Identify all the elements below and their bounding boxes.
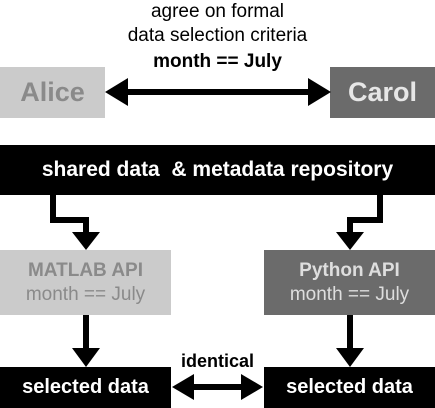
matlab-api-title: MATLAB API — [27, 259, 144, 281]
python-api-title: Python API — [299, 259, 400, 281]
carol-box: Carol — [330, 67, 435, 118]
identical-label: identical — [180, 351, 255, 371]
python-api-criteria: month == July — [289, 283, 410, 305]
alice-label: Alice — [20, 77, 85, 107]
agreement-double-arrow — [105, 78, 331, 106]
python-api-box: Python API month == July — [264, 250, 435, 315]
carol-label: Carol — [347, 77, 418, 107]
agreement-line-1: agree on formal — [150, 1, 285, 22]
agreement-criteria: month == July — [153, 51, 282, 72]
agreement-line-2: data selection criteria — [127, 25, 308, 46]
matlab-api-box: MATLAB API month == July — [0, 250, 171, 315]
repo-to-matlab-arrow — [50, 195, 100, 250]
matlab-to-output-arrow — [72, 315, 100, 367]
selected-data-right-box: selected data — [264, 367, 435, 408]
selected-data-left-label: selected data — [22, 376, 149, 398]
selected-data-left-box: selected data — [0, 367, 171, 408]
python-to-output-arrow — [336, 315, 364, 367]
repo-to-python-arrow — [336, 195, 383, 250]
matlab-api-criteria: month == July — [25, 283, 146, 305]
identical-double-arrow — [172, 374, 263, 400]
repository-label: shared data & metadata repository — [41, 158, 394, 181]
selected-data-right-label: selected data — [286, 376, 413, 398]
alice-box: Alice — [0, 67, 105, 118]
repository-box: shared data & metadata repository — [0, 145, 435, 195]
